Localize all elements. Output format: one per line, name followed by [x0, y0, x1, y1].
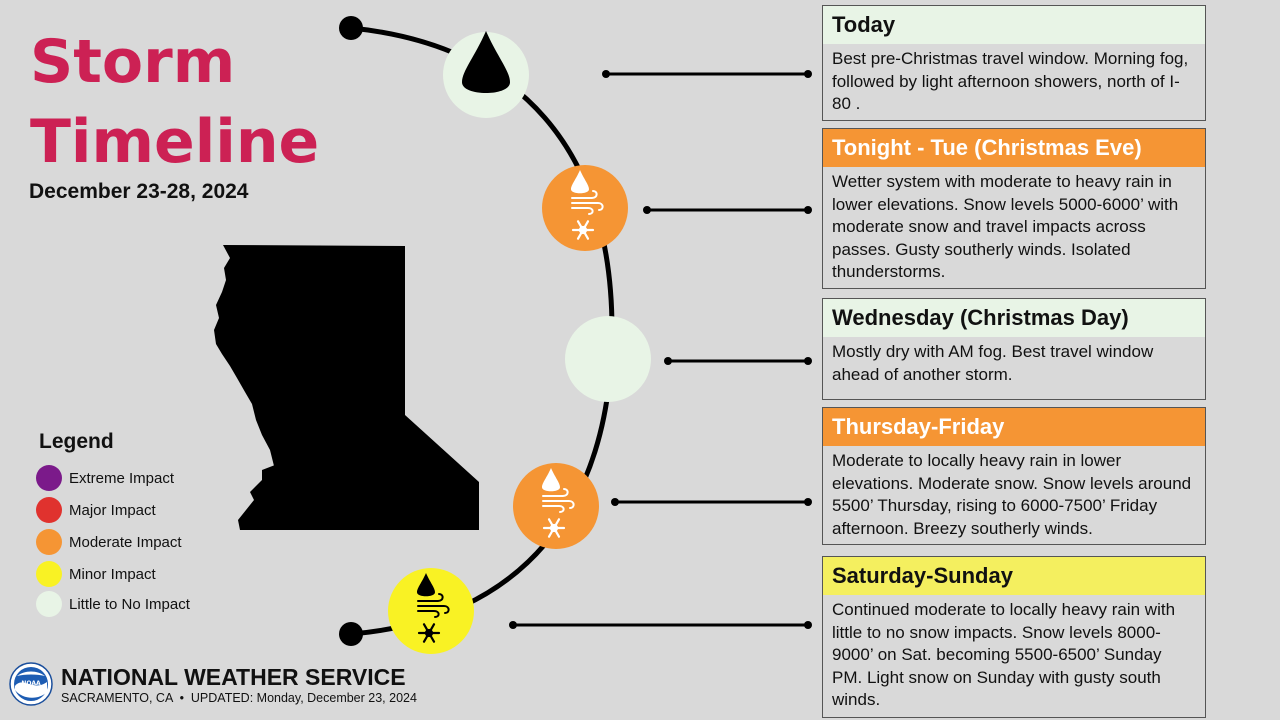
timeline-node-2 [565, 316, 812, 402]
snowflake-icon [571, 220, 595, 240]
timeline-end-cap-bottom [339, 622, 363, 646]
period-description: Moderate to locally heavy rain in lower … [832, 451, 1192, 538]
noaa-logo-icon: NOAA [9, 662, 53, 706]
legend-swatch [36, 591, 62, 617]
legend-item-extreme: Extreme Impact [36, 462, 190, 494]
connector-dot-end [804, 70, 812, 78]
period-heading: Thursday-Friday [823, 408, 1205, 446]
office-location: SACRAMENTO, CA [61, 691, 173, 705]
period-heading: Tonight - Tue (Christmas Eve) [823, 129, 1205, 167]
legend-item-moderate: Moderate Impact [36, 526, 190, 558]
legend-item-none: Little to No Impact [36, 590, 190, 618]
wind-icon [542, 488, 575, 513]
legend-swatch [36, 529, 62, 555]
page-title: Storm Timeline [30, 22, 319, 182]
legend-swatch [36, 497, 62, 523]
connector-dot-start [509, 621, 517, 629]
footer-separator: • [179, 691, 184, 705]
period-heading: Wednesday (Christmas Day) [823, 299, 1205, 337]
period-heading: Saturday-Sunday [823, 557, 1205, 595]
period-description: Wetter system with moderate to heavy rai… [832, 172, 1179, 281]
legend-item-major: Major Impact [36, 494, 190, 526]
period-description: Mostly dry with AM fog. Best travel wind… [832, 342, 1154, 384]
legend-swatch [36, 465, 62, 491]
title-line-2: Timeline [30, 107, 320, 177]
period-description: Continued moderate to locally heavy rain… [832, 600, 1176, 709]
wind-icon [417, 593, 450, 618]
agency-name: NATIONAL WEATHER SERVICE [61, 664, 406, 690]
connector-dot-start [611, 498, 619, 506]
updated-date: UPDATED: Monday, December 23, 2024 [190, 691, 417, 705]
legend-label: Minor Impact [69, 565, 156, 583]
snowflake-icon [542, 518, 566, 538]
timeline-node-3 [513, 463, 812, 549]
connector-dot-end [804, 498, 812, 506]
title-line-1: Storm [30, 27, 236, 97]
raindrop-icon [571, 170, 589, 194]
period-heading: Today [823, 6, 1205, 44]
legend-label: Major Impact [69, 501, 156, 519]
legend-title: Legend [39, 430, 114, 453]
region-silhouette [214, 245, 479, 530]
timeline-node-0 [443, 31, 812, 118]
connector-dot-start [664, 357, 672, 365]
connector-dot-start [643, 206, 651, 214]
impact-circle [565, 316, 651, 402]
raindrop-icon [462, 31, 510, 93]
raindrop-icon [417, 573, 435, 597]
snowflake-icon [417, 623, 441, 643]
wind-icon [571, 190, 604, 215]
date-range: December 23-28, 2024 [29, 180, 249, 203]
period-card-thursday-friday: Thursday-Friday Moderate to locally heav… [822, 407, 1206, 545]
legend: Legend Extreme Impact Major Impact Moder… [36, 428, 190, 618]
timeline-node-4 [388, 568, 812, 654]
period-card-saturday-sunday: Saturday-Sunday Continued moderate to lo… [822, 556, 1206, 718]
period-description: Best pre-Christmas travel window. Mornin… [832, 49, 1189, 113]
legend-label: Little to No Impact [69, 595, 190, 613]
period-card-tonight-tue: Tonight - Tue (Christmas Eve) Wetter sys… [822, 128, 1206, 289]
period-card-wednesday: Wednesday (Christmas Day) Mostly dry wit… [822, 298, 1206, 400]
timeline-end-cap-top [339, 16, 363, 40]
connector-dot-start [602, 70, 610, 78]
connector-dot-end [804, 357, 812, 365]
legend-label: Extreme Impact [69, 469, 175, 487]
legend-item-minor: Minor Impact [36, 558, 190, 590]
connector-dot-end [804, 621, 812, 629]
period-card-today: Today Best pre-Christmas travel window. … [822, 5, 1206, 121]
timeline-node-1 [542, 165, 812, 251]
connector-dot-end [804, 206, 812, 214]
noaa-logo-text: NOAA [21, 680, 41, 687]
footer-info: SACRAMENTO, CA • UPDATED: Monday, Decemb… [61, 690, 417, 706]
raindrop-icon [542, 468, 560, 492]
legend-swatch [36, 561, 62, 587]
legend-label: Moderate Impact [69, 533, 182, 551]
